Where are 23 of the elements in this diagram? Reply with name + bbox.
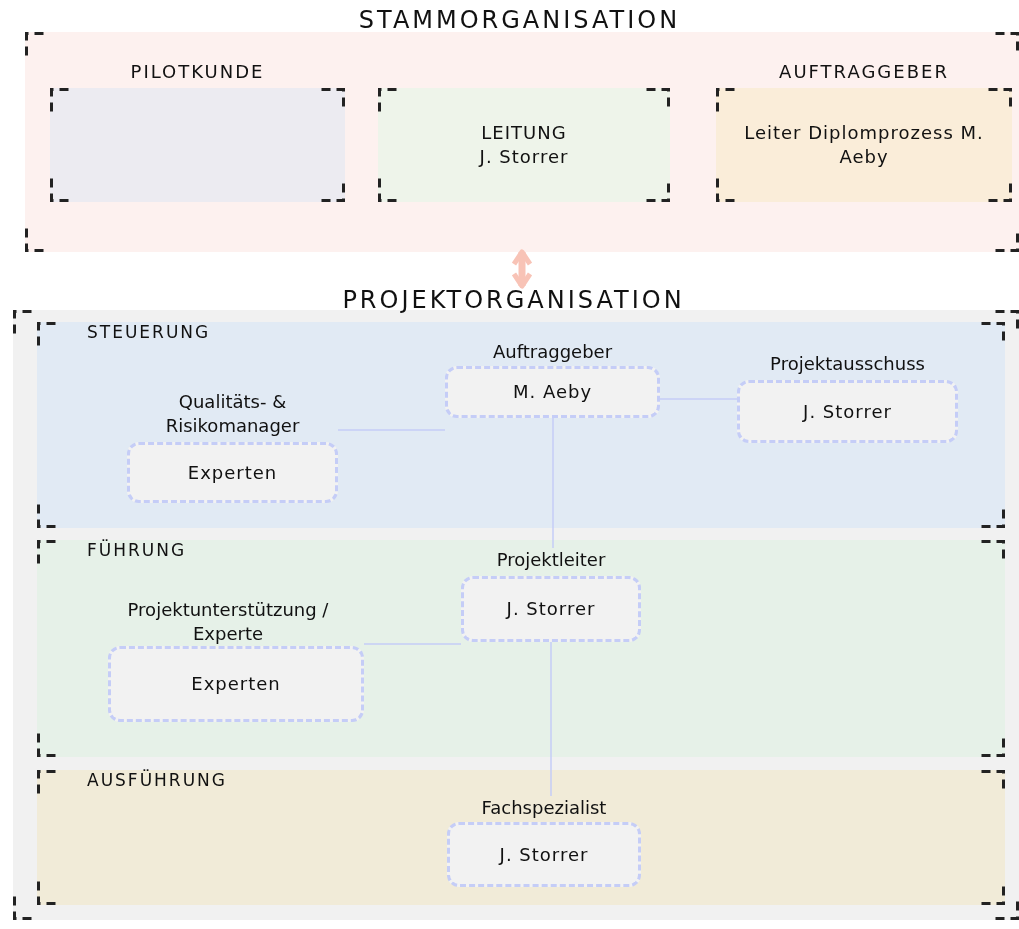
box-text: Experten <box>191 672 281 696</box>
box-heading: Fachspezialist <box>480 796 608 820</box>
box-text: M. Aeby <box>512 380 593 404</box>
box-text: J. Storrer <box>499 842 589 867</box>
connector-line <box>550 641 552 797</box>
box-heading: PILOTKUNDE <box>129 60 266 84</box>
box-text: J. Storrer <box>506 597 596 621</box>
box-text: J. Storrer <box>803 399 892 424</box>
lane-label: FÜHRUNG <box>87 540 187 560</box>
section-title: PROJEKTORGANISATION <box>341 286 686 314</box>
box-heading: AUFTRAGGEBER <box>778 60 950 84</box>
arrow <box>511 249 533 289</box>
box-heading: Qualitäts- & Risikomanager <box>164 390 301 438</box>
box-heading: Projektleiter <box>495 548 607 572</box>
box-text: Leiter Diplomprozess M. Aeby <box>743 121 985 169</box>
box-heading: Projektunterstützung / Experte <box>126 598 330 646</box>
box-text: LEITUNG J. Storrer <box>477 121 570 169</box>
box-heading: Auftraggeber <box>491 340 614 364</box>
section-title: STAMMORGANISATION <box>357 6 682 34</box>
box-text: Experten <box>187 460 278 485</box>
box-heading: Projektausschuss <box>769 352 926 376</box>
lane-label: STEUERUNG <box>87 322 211 342</box>
lane-label: AUSFÜHRUNG <box>87 770 227 790</box>
